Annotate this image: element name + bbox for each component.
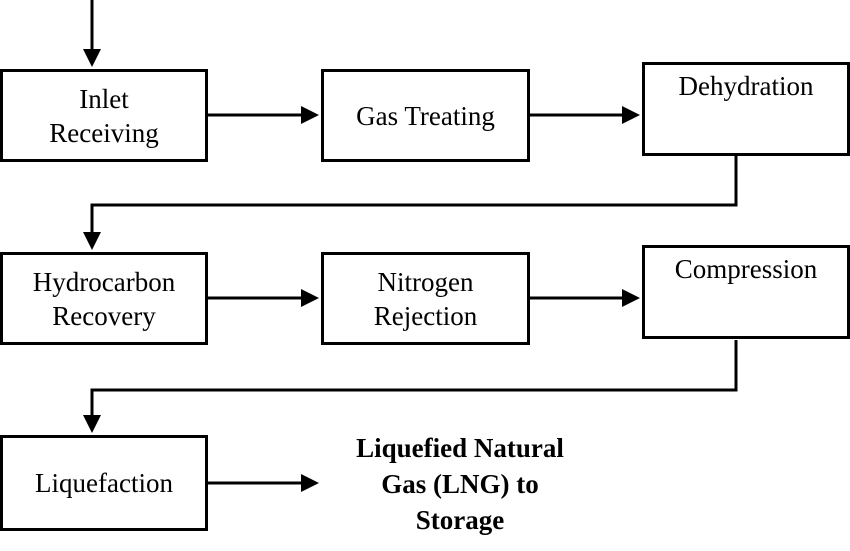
- output-line-1: Liquefied Natural: [356, 433, 564, 463]
- node-compression-line-1: Compression: [674, 254, 818, 284]
- arrow-compression-to-liquefaction: [83, 340, 738, 433]
- node-inlet-receiving-line-2: Receiving: [49, 117, 159, 148]
- node-hydrocarbon-recovery-line-2: Recovery: [52, 300, 156, 331]
- output-line-3: Storage: [415, 505, 505, 535]
- node-inlet-receiving: Inlet Receiving: [0, 69, 208, 162]
- node-gas-treating: Gas Treating: [321, 69, 530, 162]
- node-liquefaction-line-1: Liquefaction: [35, 468, 173, 498]
- node-hydrocarbon-recovery: Hydrocarbon Recovery: [0, 252, 208, 345]
- output-line-2: Gas (LNG) to: [381, 469, 539, 499]
- node-inlet-receiving-line-1: Inlet: [79, 83, 129, 114]
- node-nitrogen-rejection-line-2: Rejection: [373, 300, 478, 331]
- node-nitrogen-rejection-line-1: Nitrogen: [377, 266, 474, 297]
- node-dehydration: Dehydration: [642, 62, 850, 156]
- node-compression: Compression: [642, 245, 850, 339]
- output-lng-to-storage: Liquefied Natural Gas (LNG) to Storage: [330, 430, 590, 538]
- arrow-dehydration-to-hydrocarbon-recovery: [83, 156, 738, 250]
- node-dehydration-line-1: Dehydration: [678, 71, 814, 101]
- node-hydrocarbon-recovery-line-1: Hydrocarbon: [32, 266, 176, 297]
- node-gas-treating-line-1: Gas Treating: [356, 100, 495, 131]
- node-liquefaction: Liquefaction: [0, 435, 208, 531]
- node-nitrogen-rejection: Nitrogen Rejection: [321, 252, 530, 345]
